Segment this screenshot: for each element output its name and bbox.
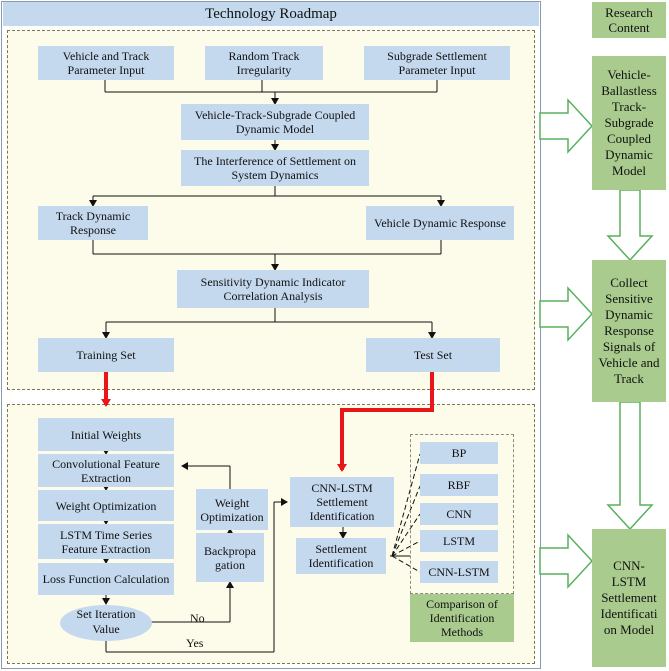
initial-weights-box: Initial Weights [38,418,174,451]
methods-group [410,434,514,594]
no-label: No [190,611,205,625]
yes-label: Yes [186,636,204,650]
vehicle-track-input-box: Vehicle and Track Parameter Input [38,46,174,80]
backpropagation-box: Backpropa gation [196,533,264,582]
weight-optimization-left-box: Weight Optimization [38,490,174,521]
training-set-box: Training Set [38,338,174,372]
vehicle-response-box: Vehicle Dynamic Response [366,206,514,240]
research-step-collect-signals: Collect Sensitive Dynamic Response Signa… [592,260,666,402]
track-response-box: Track Dynamic Response [38,206,148,240]
method-cnn-lstm: CNN-LSTM [420,561,498,583]
set-iteration-label: Set Iteration Value [76,607,136,636]
conv-feature-box: Convolutional Feature Extraction [38,454,174,487]
interference-box: The Interference of Settlement on System… [181,150,369,186]
research-step-coupled-model: Vehicle-Ballastless Track-Subgrade Coupl… [592,56,666,190]
weight-optimization-right-box: Weight Optimization [196,489,268,530]
random-irregularity-box: Random Track Irregularity [205,46,323,80]
research-content-header: Research Content [592,2,666,38]
roadmap-frame [1,1,541,669]
roadmap-title: Technology Roadmap [3,2,539,26]
cnn-lstm-settlement-box: CNN-LSTM Settlement Identification [290,477,394,527]
lstm-feature-box: LSTM Time Series Feature Extraction [38,524,174,559]
comparison-label-box: Comparison of Identification Methods [410,594,514,642]
method-rbf: RBF [420,474,498,496]
method-bp: BP [420,442,498,464]
research-step-cnn-lstm-model: CNN-LSTM Settlement Identificati on Mode… [592,529,666,667]
subgrade-settlement-input-box: Subgrade Settlement Parameter Input [364,46,510,80]
settlement-identification-box: Settlement Identification [296,538,386,574]
sensitivity-box: Sensitivity Dynamic Indicator Correlatio… [177,270,369,308]
coupled-model-box: Vehicle-Track-Subgrade Coupled Dynamic M… [181,104,369,140]
test-set-box: Test Set [366,338,500,372]
loss-function-box: Loss Function Calculation [38,563,174,595]
method-lstm: LSTM [420,530,498,552]
set-iteration-diamond [60,605,152,641]
method-cnn: CNN [420,503,498,525]
